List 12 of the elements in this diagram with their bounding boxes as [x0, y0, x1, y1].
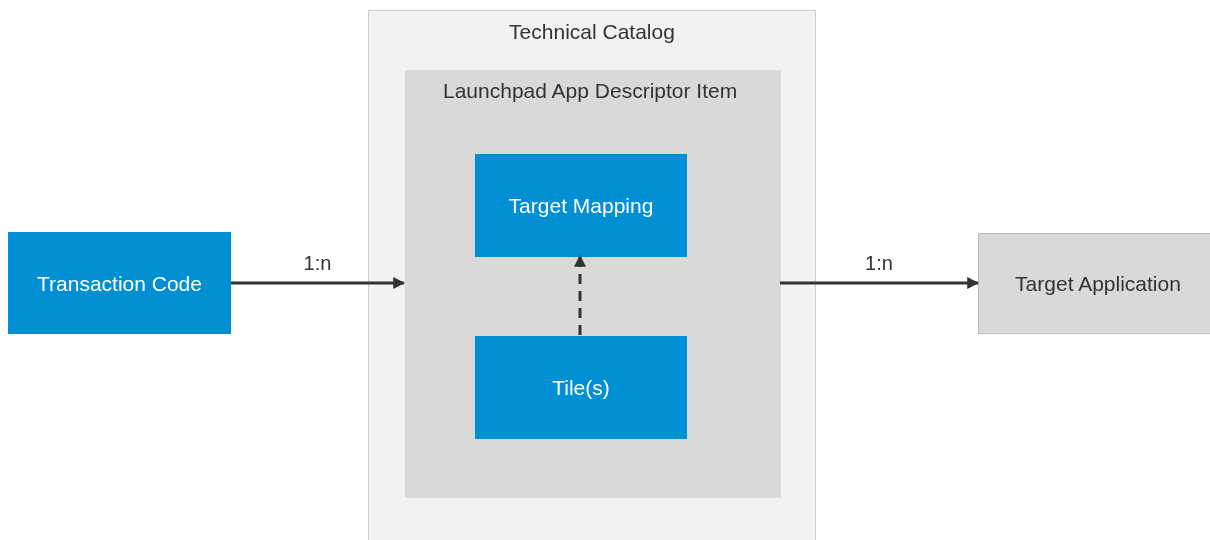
- box-label: Transaction Code: [36, 270, 203, 297]
- box-label: Tile(s): [551, 375, 611, 401]
- box-heading: Technical Catalog: [508, 19, 676, 45]
- box-label: Target Application: [1014, 271, 1182, 297]
- container-box: [368, 10, 816, 540]
- container-box: [405, 70, 781, 498]
- process-box: [978, 233, 1210, 334]
- box-heading: Launchpad App Descriptor Item: [443, 78, 739, 104]
- process-box: [8, 232, 231, 334]
- process-box: [475, 336, 687, 439]
- box-label: Target Mapping: [507, 193, 655, 219]
- process-box: [475, 154, 687, 257]
